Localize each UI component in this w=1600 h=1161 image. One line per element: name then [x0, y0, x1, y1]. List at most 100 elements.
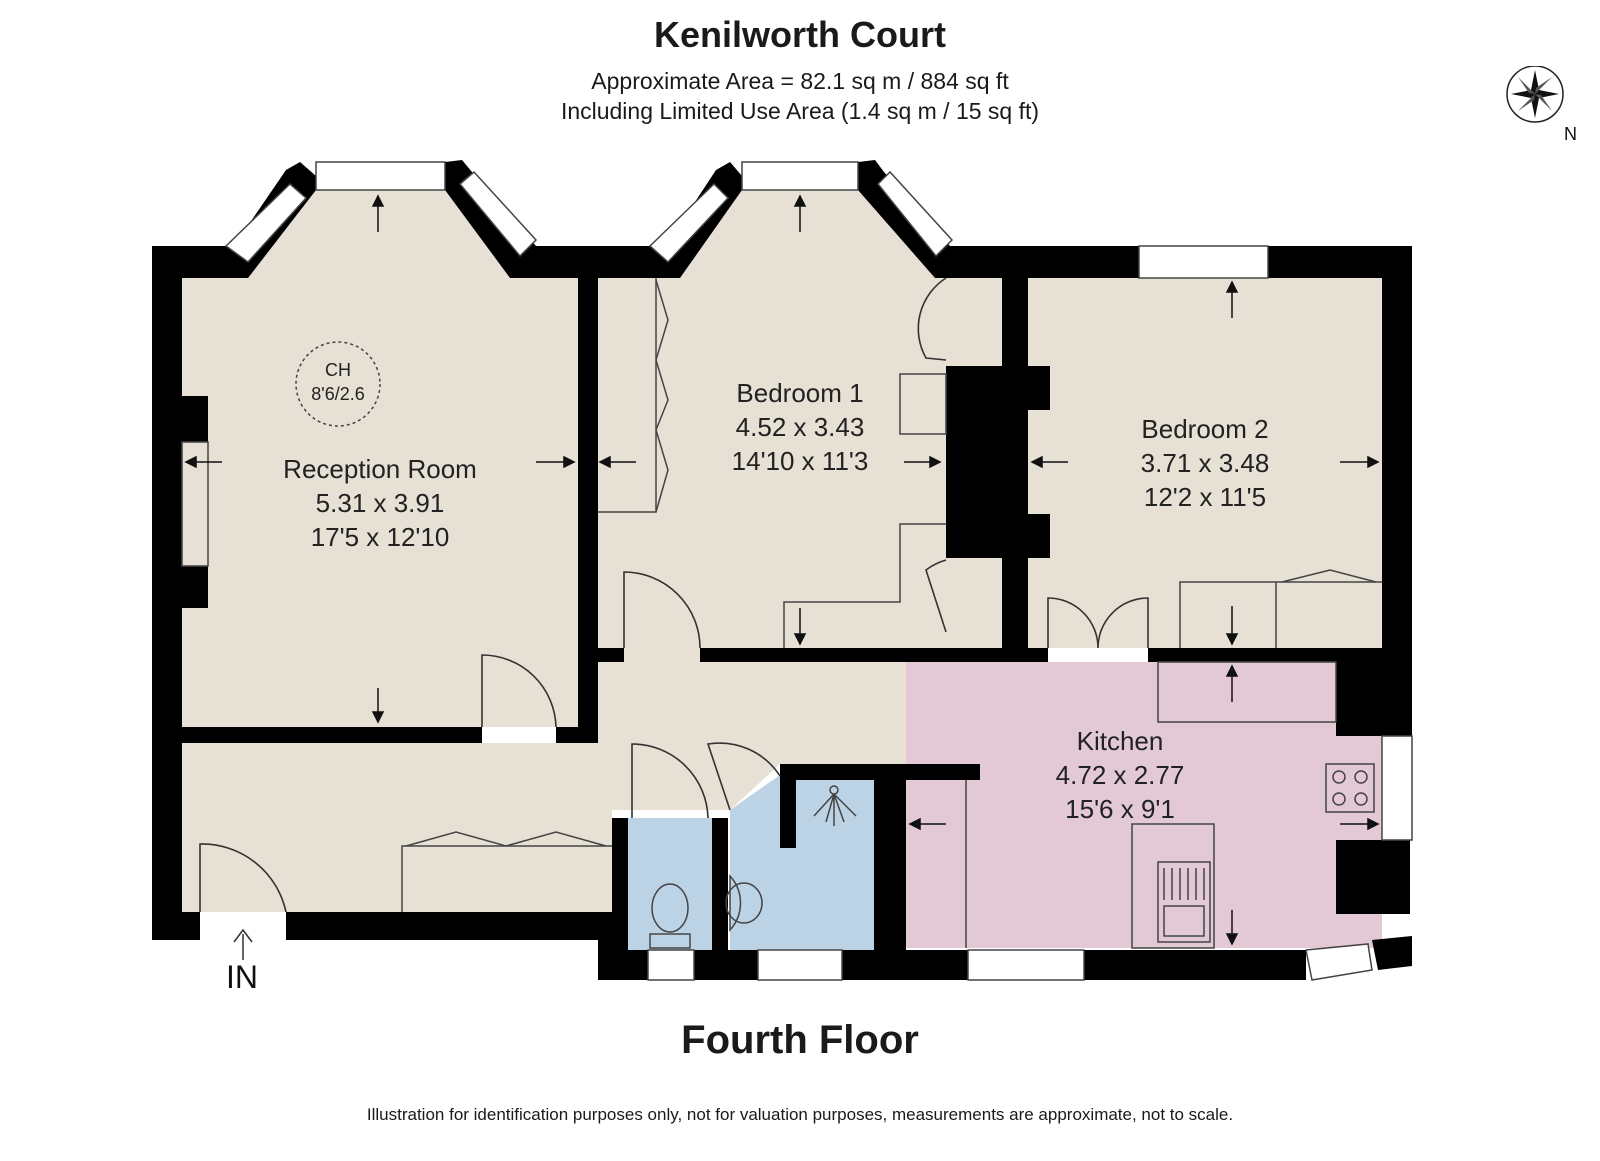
- wardrobe: [1179, 581, 1382, 648]
- wall: [700, 648, 1048, 662]
- window: [315, 161, 446, 191]
- wardrobe-doors: [655, 279, 669, 513]
- wall: [780, 764, 796, 848]
- entrance-label: IN: [226, 959, 258, 995]
- kitchen-worktop: [1157, 661, 1337, 723]
- window: [967, 949, 1085, 981]
- wc-toilet: [651, 883, 689, 933]
- door-swing: [481, 654, 557, 728]
- chimney-breast: [946, 366, 1050, 410]
- wall: [935, 246, 1139, 278]
- hob-ring: [1354, 792, 1368, 806]
- window: [648, 182, 730, 264]
- window: [741, 161, 859, 191]
- door-swing: [925, 559, 947, 633]
- entrance-arrow-icon: [233, 928, 253, 960]
- kitchen-worktop: [1131, 823, 1215, 949]
- room-imperial: 15'6 x 9'1: [1065, 794, 1175, 824]
- wall: [712, 818, 728, 950]
- door-swing: [706, 742, 781, 811]
- window: [224, 182, 308, 264]
- wall: [1336, 662, 1410, 736]
- ceiling-height-value: 8'6/2.6: [311, 384, 364, 404]
- bay-corner: [858, 160, 950, 278]
- hob-ring: [1354, 770, 1368, 784]
- wall: [510, 246, 670, 278]
- compass-rose-icon: N: [1506, 66, 1577, 144]
- chimney-breast: [946, 410, 1028, 514]
- wall-pier: [182, 566, 208, 608]
- hob-ring: [1332, 792, 1346, 806]
- reception-room-area: [182, 190, 578, 727]
- room-metric: 4.52 x 3.43: [736, 412, 865, 442]
- room-imperial: 12'2 x 11'5: [1144, 482, 1266, 512]
- wall: [874, 764, 906, 950]
- wall: [612, 818, 628, 950]
- wardrobe-doors: [405, 831, 607, 847]
- door-swing: [623, 571, 701, 649]
- room-metric: 3.71 x 3.48: [1141, 448, 1270, 478]
- wall: [1372, 936, 1412, 970]
- bedroom-2-area: [1028, 278, 1382, 648]
- kitchen-area: [906, 662, 1382, 948]
- wall: [286, 912, 612, 940]
- room-fills: [182, 190, 1382, 950]
- floor-label: Fourth Floor: [681, 1018, 919, 1062]
- bedroom-1-area: [598, 190, 1002, 648]
- wall: [152, 246, 182, 940]
- dimension-arrows: [184, 194, 1380, 946]
- window: [1138, 245, 1269, 279]
- wall: [694, 950, 758, 980]
- wall: [182, 727, 482, 743]
- shower-spray: [813, 793, 857, 826]
- bathroom-area: [730, 775, 874, 950]
- wall: [1148, 648, 1410, 662]
- hall-area: [182, 648, 908, 912]
- wall: [556, 727, 598, 743]
- sink: [1157, 861, 1211, 943]
- sink-bowl: [1163, 905, 1205, 937]
- disclaimer: Illustration for identification purposes…: [366, 1105, 1234, 1124]
- walls: [152, 160, 1412, 980]
- wardrobe: [783, 523, 946, 648]
- room-imperial: 14'10 x 11'3: [732, 446, 869, 476]
- wash-basin-bowl: [725, 882, 763, 924]
- hob: [1325, 763, 1375, 813]
- wash-basin: [729, 874, 742, 932]
- window: [876, 170, 954, 258]
- door-swing: [631, 743, 709, 819]
- door-swing: [199, 843, 287, 913]
- door-swings: [199, 277, 1149, 913]
- room-metric: 5.31 x 3.91: [316, 488, 445, 518]
- room-imperial: 17'5 x 12'10: [311, 522, 450, 552]
- ceiling-height-marker: [295, 341, 381, 427]
- room-name: Reception Room: [283, 454, 477, 484]
- fireplace: [899, 373, 947, 435]
- wall: [1336, 840, 1410, 914]
- wall: [1084, 950, 1306, 980]
- window: [647, 949, 695, 981]
- door-swing: [917, 277, 947, 361]
- door-swing: [1047, 597, 1149, 649]
- approximate-area: Approximate Area = 82.1 sq m / 884 sq ft: [591, 68, 1009, 94]
- room-name: Bedroom 2: [1141, 414, 1268, 444]
- room-name: Kitchen: [1077, 726, 1164, 756]
- wall: [598, 648, 624, 662]
- limited-use-area: Including Limited Use Area (1.4 sq m / 1…: [560, 98, 1040, 124]
- wardrobe-doors: [1281, 569, 1377, 583]
- wall: [842, 950, 968, 980]
- wall-pier: [182, 396, 208, 442]
- windows: [181, 161, 1413, 981]
- window: [757, 949, 843, 981]
- plan-title: Kenilworth Court: [654, 14, 946, 55]
- hob-ring: [1332, 770, 1346, 784]
- sink-drainer: [1163, 868, 1205, 900]
- wall: [152, 246, 234, 278]
- room-name: Bedroom 1: [736, 378, 863, 408]
- wall: [598, 950, 648, 980]
- ceiling-height-label: CH: [325, 360, 351, 380]
- fittings: [295, 278, 1382, 949]
- window: [458, 170, 538, 258]
- room-metric: 4.72 x 2.77: [1056, 760, 1185, 790]
